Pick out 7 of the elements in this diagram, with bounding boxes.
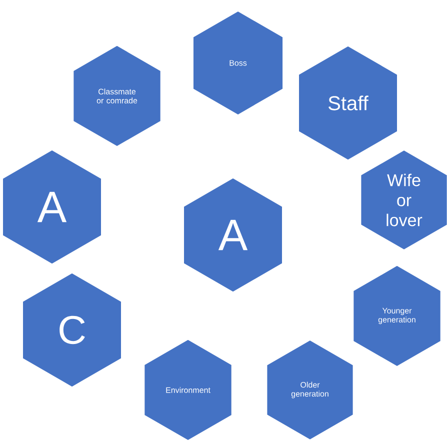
hexagon: C bbox=[22, 272, 122, 388]
hexagon: Staff bbox=[298, 45, 398, 161]
hexagon: A bbox=[183, 177, 283, 293]
hexagon: Younger generation bbox=[352, 264, 442, 368]
hexagon: Classmate or comrade bbox=[72, 44, 162, 148]
hexagon: A bbox=[2, 149, 102, 265]
hexagon: Environment bbox=[144, 338, 232, 441]
